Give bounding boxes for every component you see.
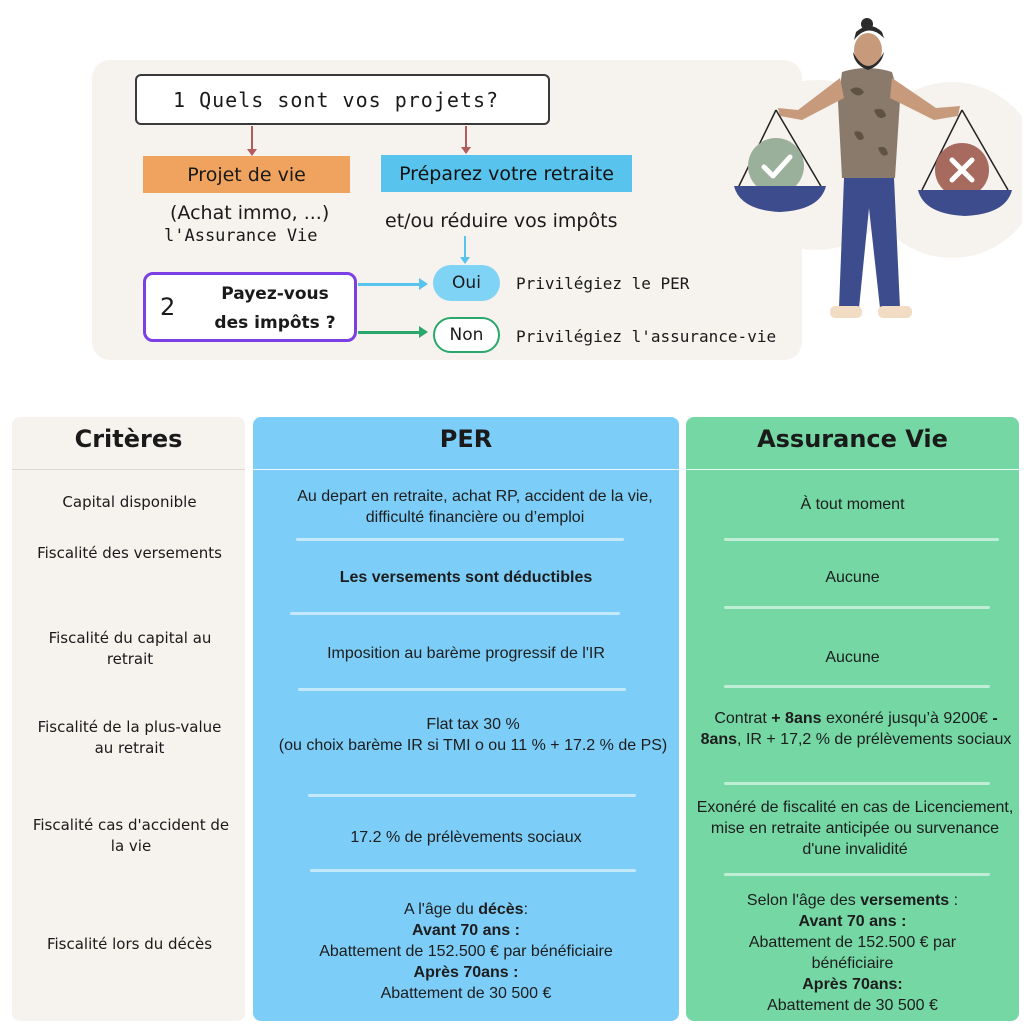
av-death-keyword: versements xyxy=(860,892,950,909)
per-death-colon: : xyxy=(523,901,529,918)
life-project-subtext: (Achat immo, ...) l'Assurance Vie xyxy=(164,202,340,248)
life-project-tag: Projet de vie xyxy=(143,156,350,193)
av-death-after-70: Après 70ans: xyxy=(802,976,903,993)
per-death-allowance-1: Abattement de 152.500 € par bénéficiaire xyxy=(319,943,613,960)
man-with-scales-illustration xyxy=(732,18,1022,318)
arrow-right-yes xyxy=(358,278,428,290)
question-1-text: 1 Quels sont vos projets? xyxy=(173,87,500,112)
av-death-cell: Selon l'âge des versements : Avant 70 an… xyxy=(686,890,1019,1016)
per-divider xyxy=(296,538,624,541)
per-capital-gain-line-1: Flat tax 30 % xyxy=(426,716,520,733)
criterion-capital: Capital disponible xyxy=(62,493,197,511)
check-icon xyxy=(761,154,793,179)
question-2-box: 2 Payez-vous des impôts ? xyxy=(143,272,357,342)
av-death-line-1: Selon l'âge des versements : xyxy=(686,890,1019,911)
per-death-cell: A l'âge du décès: Avant 70 ans : Abattem… xyxy=(253,899,679,1004)
av-death-intro: Selon l'âge des xyxy=(746,892,861,909)
yes-pill: Oui xyxy=(433,265,500,301)
per-capital-gain-line-2: (ou choix barème IR si TMI o ou 11 % + 1… xyxy=(278,737,668,754)
av-column: Assurance Vie xyxy=(686,417,1019,1021)
per-capital-cell: Au depart en retraite, achat RP, acciden… xyxy=(297,488,653,526)
retirement-subtext: et/ou réduire vos impôts xyxy=(385,210,618,232)
per-header: PER xyxy=(439,425,493,453)
av-capital-cell: À tout moment xyxy=(800,496,905,513)
av-capital-gain-cell: Contrat + 8ans exonéré jusqu’à 9200€ - 8… xyxy=(698,708,1014,750)
av-withdrawal-cell: Aucune xyxy=(825,649,880,666)
per-divider xyxy=(290,612,620,615)
cross-icon xyxy=(949,157,975,183)
left-shoe xyxy=(830,306,862,318)
criterion-capital-gain-tax: Fiscalité de la plus-value au retrait xyxy=(37,718,222,757)
per-column: PER xyxy=(253,417,679,1021)
yes-advice: Privilégiez le PER xyxy=(516,274,690,293)
per-death-after-70: Après 70ans : xyxy=(413,964,519,981)
per-death-allowance-2: Abattement de 30 500 € xyxy=(380,985,552,1002)
question-2-line-1: Payez-vous xyxy=(221,284,329,304)
per-death-before-70: Avant 70 ans : xyxy=(412,922,520,939)
per-death-line-1: A l'âge du décès: xyxy=(253,899,679,920)
av-capital-gain-minus-8: - 8ans xyxy=(700,710,998,748)
question-2-text: Payez-vous des impôts ? xyxy=(200,280,350,338)
question-2-number: 2 xyxy=(160,293,176,321)
no-label: Non xyxy=(449,325,484,345)
criteria-header: Critères xyxy=(74,425,183,453)
life-project-examples: (Achat immo, ...) xyxy=(170,202,330,224)
retirement-tag: Préparez votre retraite xyxy=(381,155,632,192)
av-header-divider xyxy=(686,469,1019,470)
life-project-label: Projet de vie xyxy=(187,163,306,186)
av-capital-gain-part-a: Contrat xyxy=(714,710,772,727)
arrow-down-right xyxy=(461,126,471,154)
av-death-allowance-2: Abattement de 30 500 € xyxy=(767,997,938,1014)
per-header-divider xyxy=(253,469,679,470)
right-shoe xyxy=(878,306,912,318)
question-1-box: 1 Quels sont vos projets? xyxy=(135,74,550,125)
question-2-line-2: des impôts ? xyxy=(214,313,336,333)
criteria-column: Critères xyxy=(12,417,245,1021)
arrow-down-left xyxy=(247,126,257,156)
av-life-accident-cell: Exonéré de fiscalité en cas de Licenciem… xyxy=(696,799,1014,858)
per-death-intro: A l'âge du xyxy=(403,901,479,918)
per-life-accident-cell: 17.2 % de prélèvements sociaux xyxy=(350,829,582,846)
criterion-life-accident-tax: Fiscalité cas d'accident de la vie xyxy=(32,816,230,855)
av-divider xyxy=(724,873,990,876)
av-divider xyxy=(724,782,990,785)
life-project-recommendation: l'Assurance Vie xyxy=(164,226,318,246)
criterion-deposits-tax: Fiscalité des versements xyxy=(37,544,222,562)
per-divider xyxy=(298,688,626,691)
arrow-down-blue xyxy=(460,236,470,264)
criterion-death-tax: Fiscalité lors du décès xyxy=(46,935,213,953)
av-capital-gain-part-c: exonéré jusqu’à 9200€ xyxy=(821,710,993,727)
no-advice: Privilégiez l'assurance-vie xyxy=(516,327,777,346)
per-divider xyxy=(310,869,636,872)
criterion-capital-withdrawal-tax: Fiscalité du capital au retrait xyxy=(48,629,212,668)
av-death-before-70: Avant 70 ans : xyxy=(798,913,907,930)
no-pill: Non xyxy=(433,317,500,353)
av-divider xyxy=(724,685,990,688)
av-deposits-cell: Aucune xyxy=(825,569,880,586)
yes-label: Oui xyxy=(452,273,481,293)
av-divider xyxy=(724,606,990,609)
per-withdrawal-cell: Imposition au barème progressif de l'IR xyxy=(327,645,605,662)
criteria-header-divider xyxy=(12,469,245,470)
av-death-allowance-1: Abattement de 152.500 € par bénéficiaire xyxy=(748,934,957,972)
per-death-keyword: décès xyxy=(478,901,524,918)
av-divider xyxy=(724,538,999,541)
av-capital-gain-part-e: , IR + 17,2 % de prélèvements sociaux xyxy=(737,731,1012,748)
retirement-label: Préparez votre retraite xyxy=(399,162,614,185)
approve-ball xyxy=(748,138,804,194)
av-header: Assurance Vie xyxy=(757,425,948,453)
per-divider xyxy=(308,794,636,797)
per-deposits-cell: Les versements sont déductibles xyxy=(339,569,593,586)
arrow-right-no xyxy=(358,326,428,338)
av-capital-gain-plus-8: + 8ans xyxy=(771,710,822,727)
av-death-colon: : xyxy=(949,892,959,909)
per-capital-gain-cell: Flat tax 30 % (ou choix barème IR si TMI… xyxy=(268,714,678,756)
